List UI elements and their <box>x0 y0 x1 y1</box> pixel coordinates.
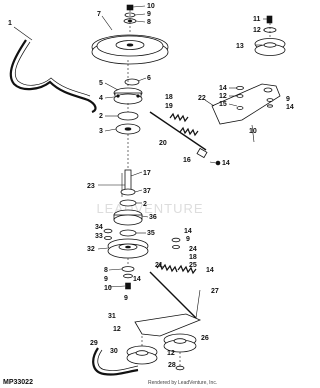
callout-13: 13 <box>236 43 244 50</box>
callout-2: 2 <box>99 113 103 120</box>
callout-12: 12 <box>253 27 261 34</box>
callout-10: 10 <box>147 3 155 10</box>
drawing-code: MP33022 <box>3 379 33 386</box>
lower-left-pulley <box>107 238 149 259</box>
callout-9: 9 <box>286 96 290 103</box>
bottom-left-pulley <box>126 336 158 365</box>
callout-6: 6 <box>147 75 151 82</box>
callout-30: 30 <box>110 348 118 355</box>
callout-28: 28 <box>168 362 176 369</box>
right-idler-pulley <box>254 15 286 56</box>
callout-20: 20 <box>159 140 167 147</box>
callout-2: 2 <box>143 201 147 208</box>
callout-14: 14 <box>133 276 141 283</box>
callout-1: 1 <box>8 20 12 27</box>
callout-16: 16 <box>183 157 191 164</box>
lower-hardware-stack <box>121 258 135 290</box>
callout-19: 19 <box>165 103 173 110</box>
bottom-bracket <box>134 313 202 337</box>
callout-14: 14 <box>286 104 294 111</box>
callout-26: 26 <box>201 335 209 342</box>
callout-labels: 1 7 10 9 8 6 5 4 2 3 17 23 37 2 36 34 33… <box>8 3 294 369</box>
callout-34: 34 <box>95 224 103 231</box>
callout-27: 27 <box>211 288 219 295</box>
callout-18: 18 <box>189 254 197 261</box>
idler-bracket <box>211 83 281 125</box>
callout-15: 15 <box>219 101 227 108</box>
callout-9: 9 <box>104 276 108 283</box>
callout-29: 29 <box>90 340 98 347</box>
parts-diagram: LEADVENTURE <box>3 3 294 386</box>
credit-text: Rendered by LeadVenture, Inc. <box>148 380 217 386</box>
diagram-drawing: LEADVENTURE <box>3 3 294 386</box>
callout-23: 23 <box>87 183 95 190</box>
callout-33: 33 <box>95 233 103 240</box>
callout-36: 36 <box>149 214 157 221</box>
upper-hub-assembly <box>113 60 143 105</box>
callout-17: 17 <box>143 170 151 177</box>
lower-hub-assembly <box>113 188 143 237</box>
callout-9: 9 <box>186 236 190 243</box>
callout-8: 8 <box>147 19 151 26</box>
callout-10: 10 <box>249 128 257 135</box>
callout-14: 14 <box>222 160 230 167</box>
callout-14: 14 <box>206 267 214 274</box>
callout-3: 3 <box>99 128 103 135</box>
callout-35: 35 <box>147 230 155 237</box>
center-shaft <box>98 134 132 197</box>
callout-4: 4 <box>99 95 103 102</box>
large-top-pulley <box>91 34 169 65</box>
callout-9: 9 <box>124 295 128 302</box>
callout-32: 32 <box>87 246 95 253</box>
callout-25: 25 <box>189 262 197 269</box>
callout-12: 12 <box>219 93 227 100</box>
callout-9: 9 <box>147 11 151 18</box>
callout-21: 21 <box>155 262 163 269</box>
washer-nut-34-33 <box>103 228 113 240</box>
callout-37: 37 <box>143 188 151 195</box>
upper-belt <box>9 39 97 114</box>
callout-8: 8 <box>104 267 108 274</box>
callout-14: 14 <box>219 85 227 92</box>
callout-10: 10 <box>104 285 112 292</box>
callout-7: 7 <box>97 11 101 18</box>
upper-tension-rod <box>149 111 221 166</box>
callout-11: 11 <box>253 16 261 23</box>
upper-bearing <box>115 103 141 135</box>
callout-5: 5 <box>99 80 103 87</box>
callout-12: 12 <box>167 350 175 357</box>
lower-tension-rod <box>149 237 201 319</box>
callout-24: 24 <box>189 246 197 253</box>
callout-14: 14 <box>184 228 192 235</box>
bottom-right-pulley <box>163 333 197 371</box>
callout-31: 31 <box>108 313 116 320</box>
callout-22: 22 <box>198 95 206 102</box>
leader-lines <box>13 5 267 288</box>
callout-18: 18 <box>165 94 173 101</box>
lower-belt <box>92 347 139 376</box>
callout-12: 12 <box>113 326 121 333</box>
top-hardware-stack <box>123 4 137 34</box>
